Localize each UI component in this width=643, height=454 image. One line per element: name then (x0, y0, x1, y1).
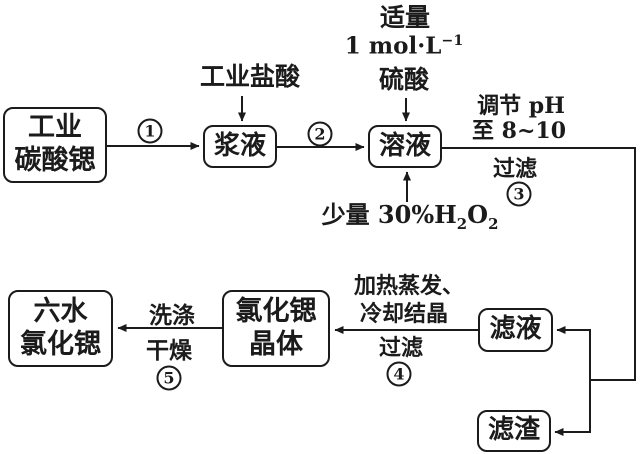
box-filtrate: 滤液 (478, 308, 553, 352)
step-5-badge: 5 (156, 365, 182, 391)
label-hydrogen-peroxide-mid: O (467, 200, 489, 230)
box-hexahydrate-product-line1: 六水 (33, 295, 88, 327)
label-wash: 洗涤 (149, 302, 195, 329)
step-1-badge: 1 (137, 118, 163, 144)
connector-junction-to-residue (554, 380, 591, 436)
box-slurry-label: 浆液 (213, 130, 266, 161)
label-adjust-ph-line2: 至 8~10 (471, 118, 567, 144)
label-sulfuric-acid-amount: 适量 (379, 3, 431, 32)
step-2-badge: 2 (307, 121, 333, 147)
box-solution: 溶液 (368, 125, 442, 168)
label-sulfuric-acid-concentration-exponent: −1 (441, 32, 464, 49)
box-strontium-chloride-crystal: 氯化锶 晶体 (222, 290, 330, 367)
box-industrial-strontium-carbonate-line1: 工业 (28, 112, 82, 144)
label-sulfuric-acid-name: 硫酸 (378, 65, 430, 94)
box-industrial-strontium-carbonate-line2: 碳酸锶 (14, 145, 96, 176)
box-filter-residue: 滤渣 (477, 410, 551, 452)
step-4-badge: 4 (386, 361, 412, 387)
label-adjust-ph-line1: 调节 pH (477, 93, 565, 119)
box-strontium-chloride-crystal-line2: 晶体 (249, 328, 303, 360)
box-industrial-strontium-carbonate: 工业 碳酸锶 (3, 107, 107, 183)
box-filter-residue-label: 滤渣 (487, 415, 540, 446)
box-strontium-chloride-crystal-line1: 氯化锶 (235, 295, 317, 327)
label-sulfuric-acid-concentration: 1 mol·L−1 (345, 33, 463, 60)
box-solution-label: 溶液 (378, 130, 431, 161)
label-hydrogen-peroxide-sub-b: 2 (488, 214, 499, 233)
label-sulfuric-acid-concentration-base: 1 mol·L (344, 32, 442, 60)
box-hexahydrate-product-line2: 氯化锶 (20, 328, 101, 360)
label-hydrogen-peroxide-sub-a: 2 (456, 214, 468, 233)
label-filter-crystal: 过滤 (378, 335, 424, 361)
box-filtrate-label: 滤液 (489, 314, 542, 345)
label-dry: 干燥 (146, 337, 192, 364)
label-cool-crystallize: 冷却结晶 (359, 301, 449, 327)
step-3-badge: 3 (506, 181, 532, 207)
label-hydrogen-peroxide: 少量 30%H2O2 (322, 195, 499, 233)
label-heat-evaporate: 加热蒸发、 (353, 273, 465, 299)
label-hydrogen-peroxide-prefix: 少量 30%H (321, 200, 457, 230)
connector-solution-to-filter-junction (442, 147, 636, 381)
box-hexahydrate-product: 六水 氯化锶 (8, 290, 113, 367)
connector-junction-to-filtrate (556, 326, 591, 380)
label-filter-after-ph: 过滤 (492, 156, 538, 182)
box-slurry: 浆液 (203, 125, 277, 168)
label-industrial-hydrochloric-acid: 工业盐酸 (199, 62, 301, 91)
